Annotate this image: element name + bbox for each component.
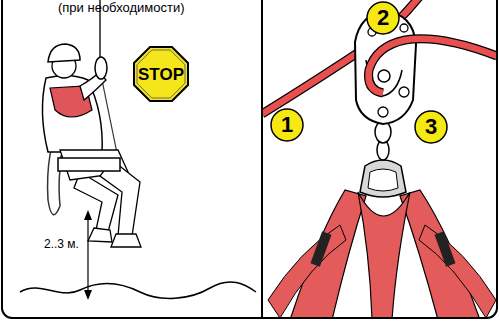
buckle [310,231,331,266]
dimension-arrow [84,210,92,220]
callout-number: 1 [270,108,304,142]
helmet [48,44,80,62]
seat-strap [102,80,118,158]
carabiner-gate [368,169,398,191]
dimension-arrow [84,290,92,300]
callout-circle [271,109,303,141]
stop-sign: STOP [133,46,189,102]
panel-frame [2,0,497,318]
seat-board [58,158,120,171]
boot [88,228,112,242]
attachment-hole [378,107,388,117]
axle [378,70,390,82]
boot [111,234,141,247]
rope-outline [369,39,496,93]
callout-number: 2 [366,1,400,35]
buckle [434,231,455,266]
callout-text: 1 [270,108,304,142]
octagon-outline [134,47,188,101]
worker-figure [20,0,256,300]
dimension-label: 2..3 м. [44,238,79,251]
callout-text: 3 [414,110,448,144]
harness-strap [268,225,346,317]
callout-number: 3 [414,110,448,144]
harness-strap [358,192,410,317]
dimension-line [87,212,88,298]
rope [369,39,496,93]
ground-line [20,282,256,299]
callout-circle [415,111,447,143]
device-closeup [263,0,496,317]
descender [95,57,107,79]
callout-text: 2 [366,1,400,35]
harness-strap [419,225,496,317]
carabiner [360,160,406,197]
sign-text: STOP [133,46,189,102]
bolt [399,87,409,97]
note-text: (при необходимости) [58,1,184,15]
bolt [400,24,408,32]
callout-circle [367,2,399,34]
panel-divider [261,0,263,318]
